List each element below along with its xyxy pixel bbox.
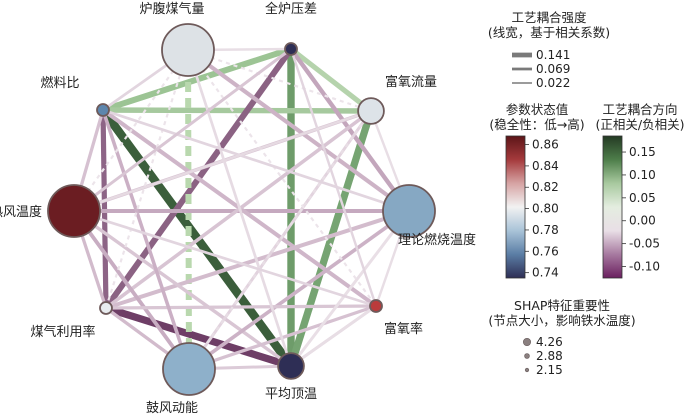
legend-shap-label: 4.26	[536, 335, 563, 349]
node-theo_flame_temp[interactable]	[382, 184, 436, 238]
legend-state-colorbar-tick-label: 0.84	[532, 159, 559, 173]
node-label-fuel_ratio: 燃料比	[40, 75, 79, 91]
legend-direction-colorbar-bar	[602, 135, 623, 279]
legend-state-colorbar-tick-label: 0.82	[532, 180, 559, 194]
legend-state-title: 参数状态值(稳全性：低→高)	[489, 102, 584, 132]
node-gas_util[interactable]	[99, 301, 113, 315]
legend-shap-label: 2.15	[536, 363, 563, 377]
node-avg_top_temp[interactable]	[277, 352, 305, 380]
edge-fuel_ratio-theo_flame_temp	[102, 108, 410, 213]
legend-state-colorbar-tick-label: 0.74	[532, 266, 559, 280]
edge-gas_util-furnace_gas	[104, 49, 190, 309]
edge-hot_blast_temp-furnace_gas	[73, 49, 189, 212]
edge-avg_top_temp-fuel_ratio	[99, 107, 295, 369]
edge-total_pressure_diff-oxygen_rate	[289, 48, 378, 307]
legend-direction-title: 工艺耦合方向(正相关/负相关)	[596, 102, 685, 132]
node-label-theo_flame_temp: 理论燃烧温度	[398, 232, 476, 248]
legend-direction-colorbar-tick-label: -0.10	[629, 260, 660, 274]
edge-avg_top_temp-theo_flame_temp	[289, 210, 411, 367]
node-label-furnace_gas: 炉腹煤气量	[139, 1, 204, 17]
legend-direction-colorbar-tick-label: 0.05	[629, 191, 656, 205]
node-blast_kinetic[interactable]	[162, 342, 216, 396]
edge-oxygen_rate-avg_top_temp	[290, 304, 377, 368]
node-label-gas_util: 煤气利用率	[30, 324, 95, 340]
edge-total_pressure_diff-theo_flame_temp	[289, 47, 411, 213]
node-total_pressure_diff[interactable]	[284, 42, 298, 56]
legend-shap-title: SHAP特征重要性(节点大小，影响铁水温度)	[488, 298, 635, 328]
node-label-oxygen_flow: 富氧流量	[385, 74, 437, 90]
legend-direction-colorbar-tick-label: 0.00	[629, 214, 656, 228]
edge-hot_blast_temp-oxygen_rate	[73, 209, 377, 308]
legend-strength-title: 工艺耦合强度(线宽，基于相关系数)	[488, 10, 610, 40]
edge-fuel_ratio-oxygen_flow	[102, 107, 372, 114]
legend-shap-swatch	[522, 337, 531, 346]
node-label-oxygen_rate: 富氧率	[384, 321, 423, 337]
legend-state-colorbar-tick-label: 0.80	[532, 202, 559, 216]
legend-shap-swatch	[524, 367, 530, 373]
edge-oxygen_flow-hot_blast_temp	[73, 109, 372, 213]
edge-total_pressure_diff-oxygen_flow	[289, 46, 373, 114]
legend-direction-colorbar-tick-label: 0.10	[629, 168, 656, 182]
legend-strength-label: 0.141	[536, 48, 570, 62]
edge-furnace_gas-theo_flame_temp	[186, 48, 411, 213]
edge-total_pressure_diff-hot_blast_temp	[73, 47, 292, 213]
node-label-hot_blast_temp: 热风温度	[0, 204, 42, 220]
edge-layer	[72, 46, 411, 371]
legend-shap-swatch	[524, 353, 530, 359]
node-layer	[47, 23, 436, 396]
legend-shap-label: 2.88	[536, 349, 563, 363]
legend-strength-label: 0.069	[536, 62, 570, 76]
node-fuel_ratio[interactable]	[96, 103, 110, 117]
edge-hot_blast_temp-blast_kinetic	[72, 209, 191, 371]
edge-gas_util-oxygen_rate	[105, 304, 377, 310]
legend-state-colorbar-tick-label: 0.78	[532, 223, 559, 237]
node-label-avg_top_temp: 平均顶温	[265, 387, 317, 402]
edge-gas_util-avg_top_temp	[104, 304, 293, 370]
edge-furnace_gas-blast_kinetic	[184, 49, 193, 370]
node-label-total_pressure_diff: 全炉压差	[265, 1, 317, 17]
edge-furnace_gas-oxygen_flow	[187, 48, 372, 113]
legend-direction-colorbar-tick-label: 0.15	[629, 145, 656, 159]
node-furnace_gas[interactable]	[161, 23, 215, 77]
node-label-blast_kinetic: 鼓风动能	[146, 401, 198, 416]
edge-hot_blast_temp-avg_top_temp	[73, 209, 292, 368]
node-hot_blast_temp[interactable]	[47, 184, 101, 238]
edge-blast_kinetic-oxygen_flow	[187, 110, 373, 370]
edge-oxygen_flow-avg_top_temp	[287, 109, 375, 368]
legend-state-colorbar-bar	[505, 135, 526, 279]
edge-furnace_gas-oxygen_rate	[187, 49, 377, 307]
node-oxygen_rate[interactable]	[369, 299, 383, 313]
edge-gas_util-oxygen_flow	[104, 109, 373, 310]
edge-furnace_gas-avg_top_temp	[186, 49, 293, 367]
edge-fuel_ratio-blast_kinetic	[101, 109, 191, 370]
edge-blast_kinetic-theo_flame_temp	[187, 209, 411, 371]
legend-direction-colorbar-tick-label: -0.05	[629, 237, 660, 251]
legend-state-colorbar-tick-label: 0.76	[532, 244, 559, 258]
node-oxygen_flow[interactable]	[357, 97, 385, 125]
legend-state-colorbar-tick-label: 0.86	[532, 138, 559, 152]
legend-strength-label: 0.022	[536, 76, 570, 90]
